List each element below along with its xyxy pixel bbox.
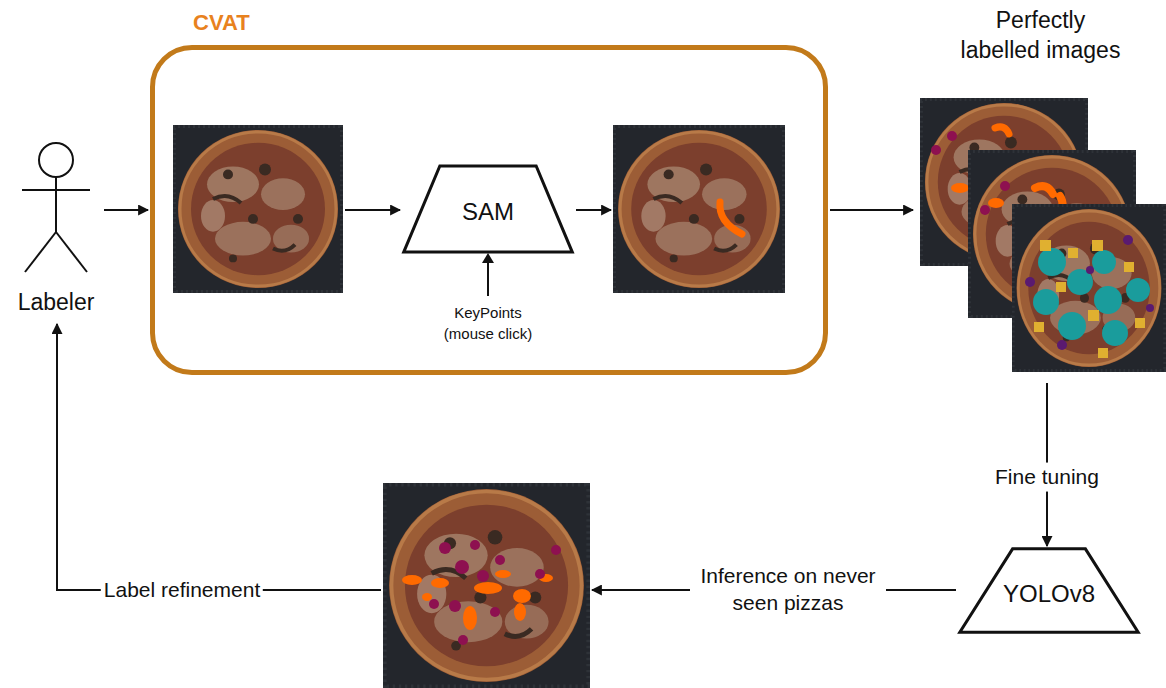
region-heading: CVAT	[193, 10, 250, 36]
segment-mask	[720, 202, 742, 234]
edge-label: Fine tuning	[992, 463, 1102, 492]
actor-figure: Labeler	[10, 142, 102, 320]
flow-arrow	[576, 209, 611, 211]
pizza-photo	[173, 125, 343, 293]
node-label: YOLOv8	[1003, 574, 1095, 608]
edge-label: Label refinement	[101, 576, 263, 605]
model-trapezoid: SAM	[402, 165, 574, 253]
keypoint-arrow	[487, 262, 489, 296]
model-trapezoid: YOLOv8	[958, 548, 1140, 633]
image-node	[383, 483, 590, 688]
image-node	[613, 125, 785, 293]
labelled-image-stack	[920, 98, 1166, 372]
prompt-note: KeyPoints (mouse click)	[433, 302, 543, 344]
flow-arrow	[104, 209, 148, 211]
arrow-head	[482, 253, 494, 263]
inference-pizza	[383, 483, 590, 688]
node-label: SAM	[462, 192, 514, 226]
pizza-photo	[613, 125, 785, 293]
node-label: Perfectly labelled images	[957, 5, 1125, 66]
flow-arrow	[345, 209, 400, 211]
stick-figure	[22, 143, 90, 272]
flow-arrow	[57, 324, 381, 590]
image-stack: Perfectly labelled images	[915, 5, 1166, 377]
node-label: Labeler	[10, 289, 102, 316]
edge-label: Inference on never seen pizzas	[690, 562, 886, 618]
flow-arrow	[830, 209, 913, 211]
image-node	[173, 125, 343, 293]
